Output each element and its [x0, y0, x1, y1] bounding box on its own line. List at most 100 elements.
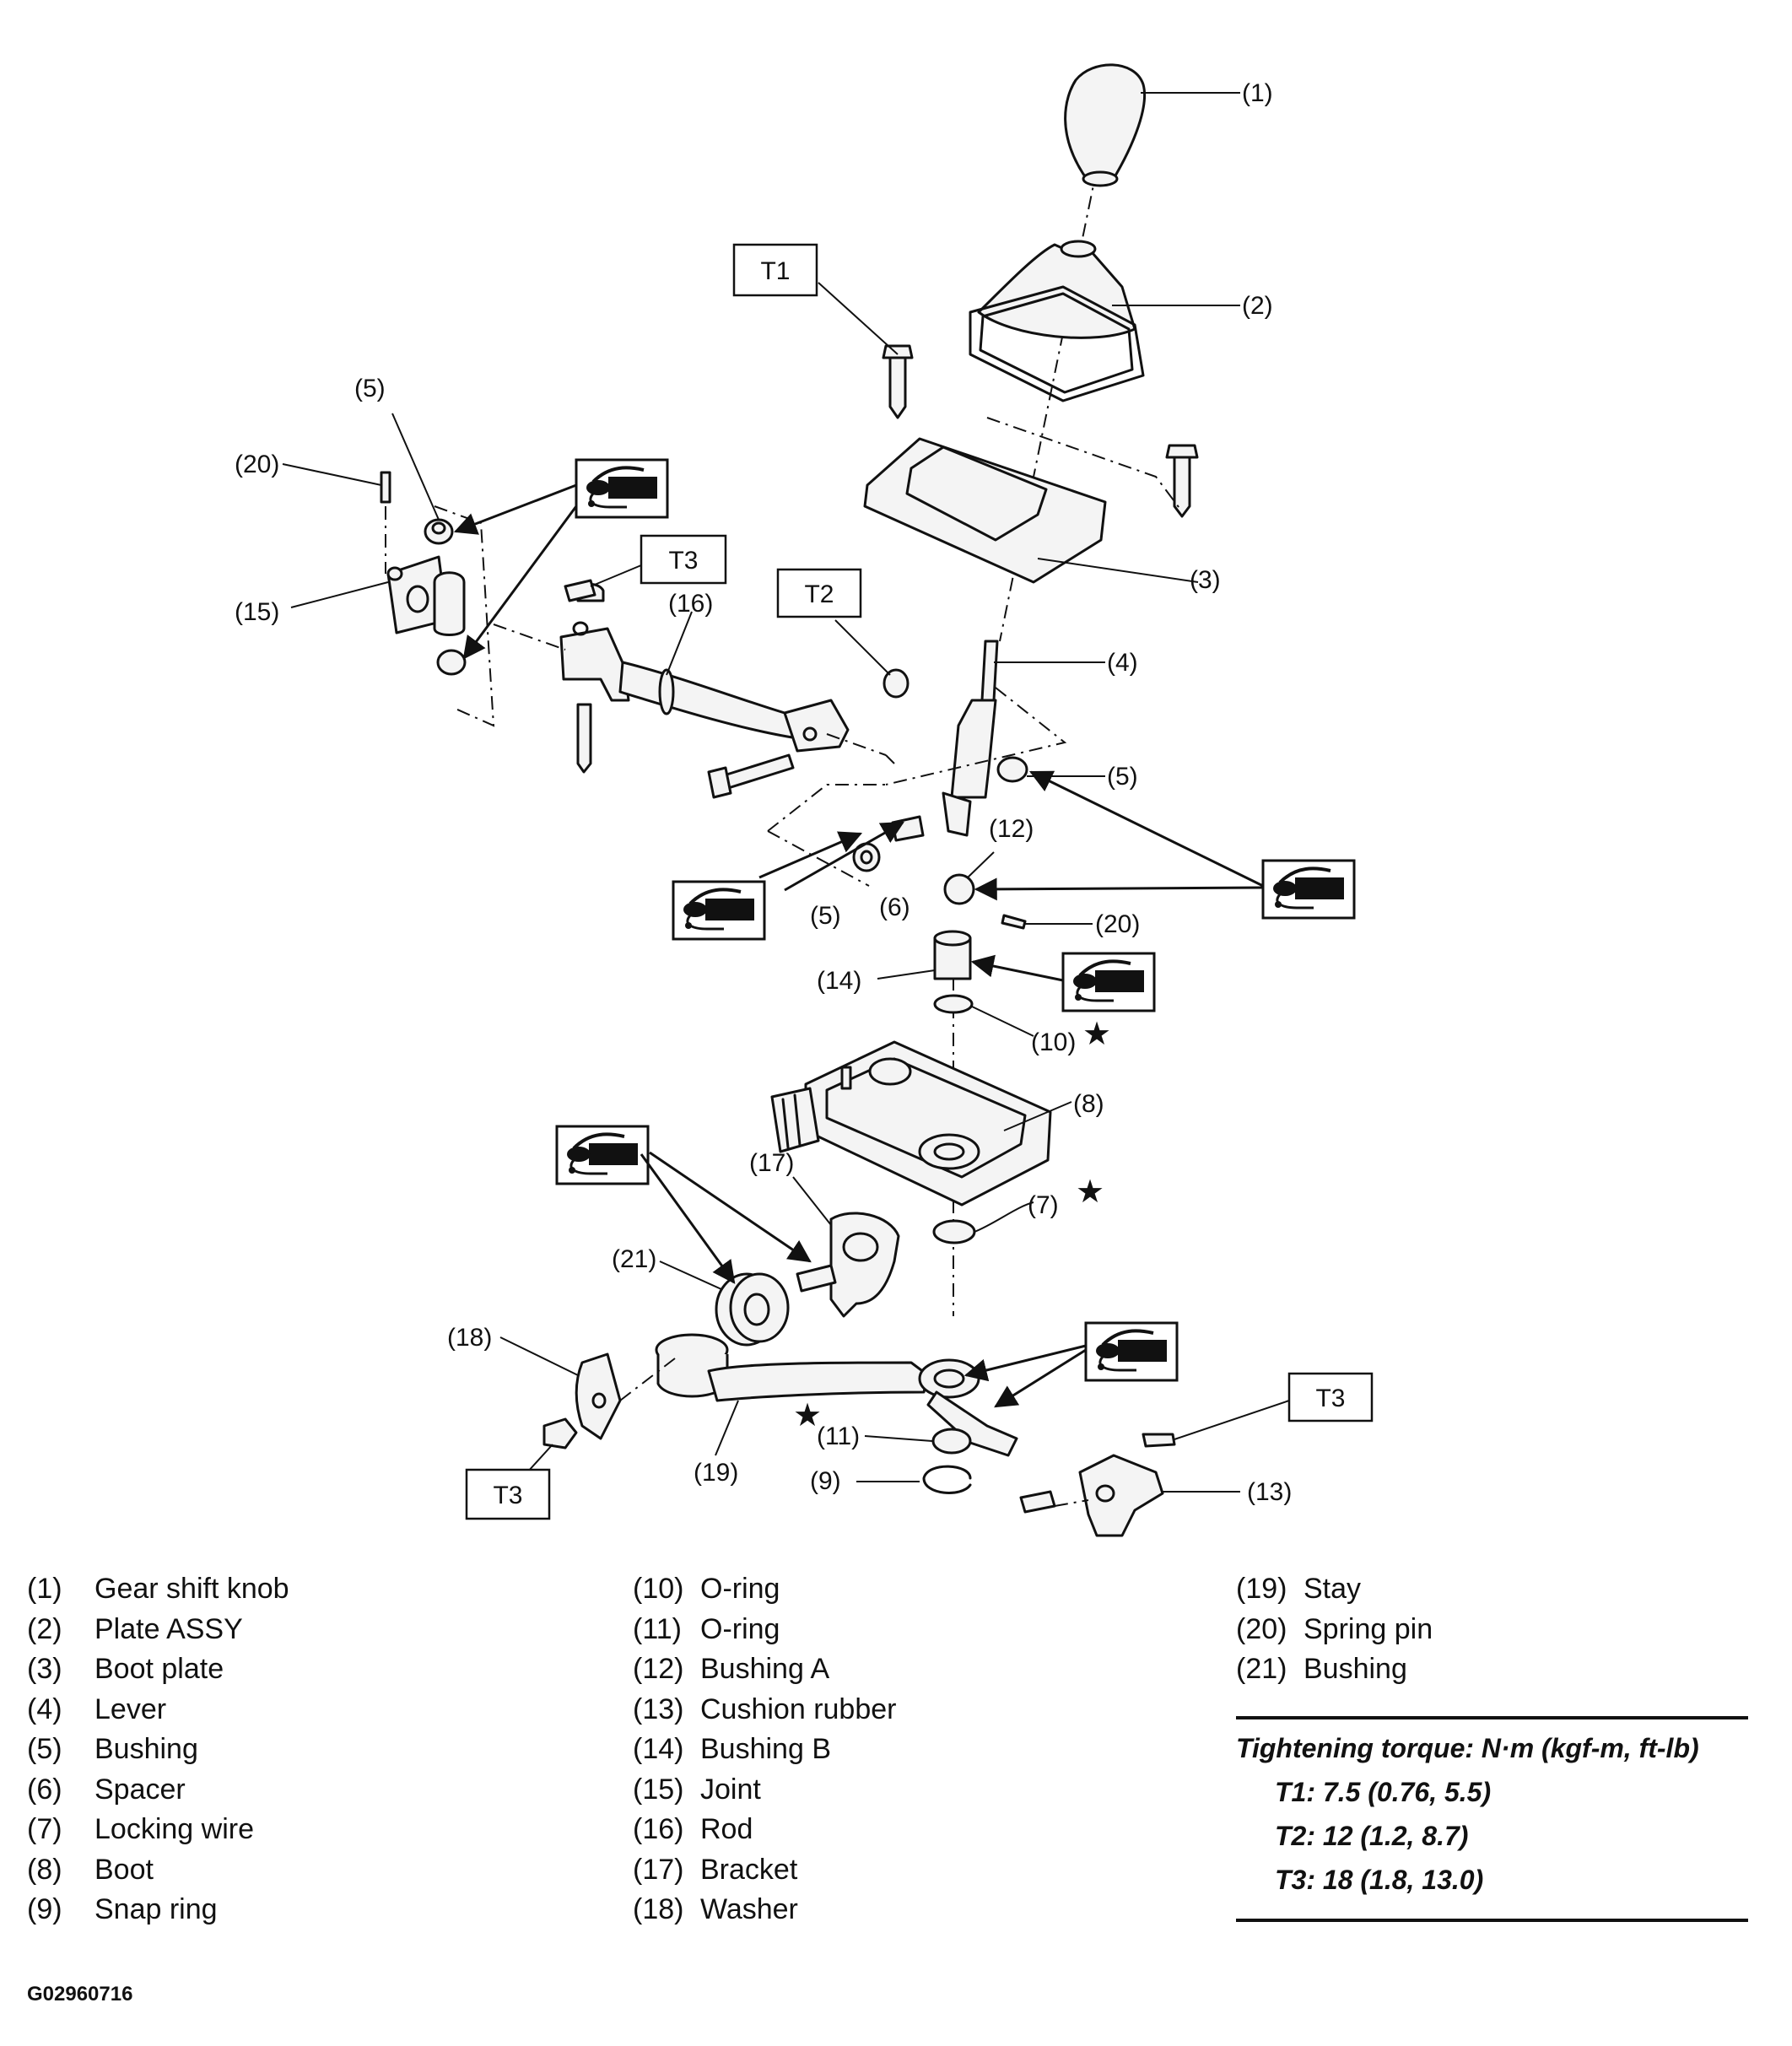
callout-21: (21) [612, 1245, 656, 1273]
svg-text:T3: T3 [493, 1482, 522, 1509]
legend-item: (16)Rod [633, 1813, 753, 1846]
cushion-rubber [1019, 1433, 1240, 1537]
callout-7: (7) [1028, 1191, 1059, 1219]
callout-20: (20) [1095, 910, 1140, 938]
callout-17: (17) [749, 1149, 794, 1177]
washer [499, 1336, 622, 1440]
gear-shift-knob [1064, 63, 1240, 187]
svg-text:T1: T1 [760, 257, 790, 285]
boot-plate [863, 417, 1199, 584]
callout-8: (8) [1073, 1090, 1104, 1118]
callout-5: (5) [1107, 763, 1138, 791]
torque-tag-t2: T2 [776, 568, 862, 618]
legend-column-2: (10)O-ring (11)O-ring (12)Bushing A (13)… [633, 1569, 896, 1930]
legend-item: (21)Bushing [1236, 1653, 1407, 1686]
bolt-t1 [818, 282, 914, 419]
legend-item: (12)Bushing A [633, 1653, 830, 1686]
legend-item: (17)Bracket [633, 1853, 798, 1886]
callout-13: (13) [1247, 1478, 1292, 1506]
link-dash-bushing [767, 830, 870, 887]
bushing-right [996, 756, 1105, 783]
torque-tag-t3: T3 [465, 1468, 551, 1520]
grease-icon [970, 952, 1156, 1012]
legend-item: (10)O-ring [633, 1573, 780, 1606]
star-mark: ★ [1076, 1174, 1104, 1210]
callout-15: (15) [235, 598, 279, 626]
torque-spec-t1: T1: 7.5 (0.76, 5.5) [1275, 1776, 1492, 1807]
legend-item: (8)Boot [27, 1853, 154, 1886]
legend-item: (9)Snap ring [27, 1893, 218, 1926]
o-ring-11 [864, 1428, 972, 1455]
joint-dash [434, 505, 495, 727]
nut-t2 [834, 619, 909, 699]
bolt-rod [707, 753, 795, 799]
link-dash-spacer [767, 784, 886, 832]
nut-t3-rod [564, 564, 642, 602]
washer-axis [619, 1358, 676, 1401]
torque-tag-t3: T3 [1174, 1372, 1374, 1440]
callout-12: (12) [989, 815, 1034, 843]
exploded-parts-diagram: T1 T3 T2 T3 T3 (1) (2) (3) (4) (5) (5) (… [235, 63, 1374, 1537]
locking-wire [932, 1201, 1034, 1244]
legend-item: (6)Spacer [27, 1773, 186, 1806]
torque-title: Tightening torque: N·m (kgf-m, ft-lb) [1236, 1732, 1699, 1763]
callout-5: (5) [810, 902, 841, 930]
callout-14: (14) [817, 967, 861, 995]
plate-assy [969, 240, 1240, 402]
legend-item: (7)Locking wire [27, 1813, 254, 1846]
spacer [891, 815, 925, 842]
callout-9: (9) [810, 1467, 841, 1495]
callout-2: (2) [1242, 292, 1273, 320]
grease-icon [963, 1321, 1179, 1408]
callout-10: (10) [1031, 1028, 1076, 1056]
callout-4: (4) [1107, 649, 1138, 677]
callout-16: (16) [668, 590, 713, 618]
callout-6: (6) [879, 893, 910, 921]
snap-ring [856, 1465, 972, 1494]
link-dash-lever [885, 687, 1067, 785]
bracket [792, 1176, 900, 1318]
bushing-a [943, 851, 1093, 930]
torque-spec-t3: T3: 18 (1.8, 13.0) [1275, 1864, 1484, 1895]
legend-column-1: (1)Gear shift knob (2)Plate ASSY (3)Boot… [27, 1569, 289, 1930]
grease-icon [672, 821, 904, 941]
svg-text:T3: T3 [1315, 1385, 1345, 1412]
legend-item: (18)Washer [633, 1893, 798, 1926]
callout-3: (3) [1190, 566, 1221, 594]
lever [942, 640, 1105, 837]
torque-tag-t1: T1 [732, 243, 818, 297]
spring-pin-left [282, 463, 391, 574]
legend-item: (2)Plate ASSY [27, 1612, 243, 1645]
callout-18: (18) [447, 1324, 492, 1352]
legend-item: (3)Boot plate [27, 1653, 224, 1686]
legend-item: (14)Bushing B [633, 1733, 831, 1766]
legend-item: (5)Bushing [27, 1733, 198, 1766]
legend-item: (20)Spring pin [1236, 1612, 1433, 1645]
joint [290, 555, 466, 636]
legend-item: (4)Lever [27, 1692, 167, 1725]
bushing-b [877, 930, 972, 980]
callout-1: (1) [1242, 79, 1273, 107]
grease-icon [555, 1125, 812, 1284]
bolt-right [1165, 444, 1199, 518]
legend-item: (11)O-ring [633, 1612, 780, 1645]
callout-5: (5) [354, 375, 386, 402]
star-mark: ★ [1082, 1017, 1111, 1052]
legend-item: (19)Stay [1236, 1573, 1362, 1606]
o-ring-10 [933, 994, 1034, 1037]
bushing-left-top [391, 413, 454, 545]
nut-t3-left [526, 1417, 578, 1473]
torque-tag-t3: T3 [640, 534, 727, 585]
figure-id: G02960716 [27, 1983, 133, 2006]
svg-text:T2: T2 [804, 580, 834, 608]
callout-20: (20) [235, 451, 279, 478]
bushing-left-bottom [436, 649, 467, 676]
tightening-torque-table: Tightening torque: N·m (kgf-m, ft-lb) T1… [1236, 1716, 1748, 1922]
grease-icon [453, 458, 669, 660]
svg-text:T3: T3 [668, 547, 698, 575]
star-mark: ★ [793, 1398, 822, 1433]
rod [493, 583, 895, 774]
grease-icon [974, 770, 1356, 920]
torque-spec-t2: T2: 12 (1.2, 8.7) [1275, 1820, 1469, 1851]
bushing-21 [659, 1261, 790, 1347]
